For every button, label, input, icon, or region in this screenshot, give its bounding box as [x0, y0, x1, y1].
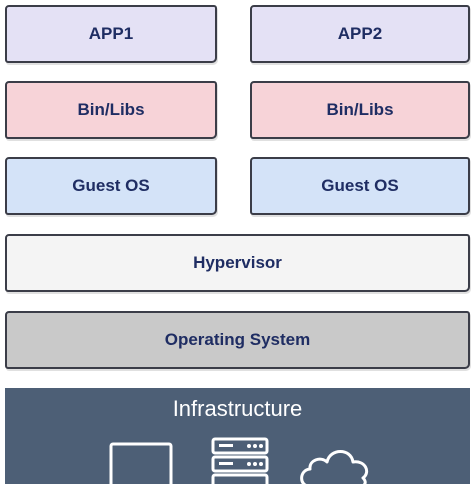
binlibs-right-box: Bin/Libs [250, 81, 470, 139]
cloud-icon [300, 450, 369, 484]
app1-label: APP1 [88, 24, 134, 43]
binlibs-left-box: Bin/Libs [5, 81, 217, 139]
infrastructure-panel: Infrastructure [5, 388, 470, 484]
hypervisor-label: Hypervisor [193, 253, 282, 272]
guestos-left-box: Guest OS [5, 157, 217, 215]
hypervisor-box: Hypervisor [5, 234, 470, 292]
server-icon [211, 437, 269, 484]
binlibs-right-label: Bin/Libs [326, 100, 394, 119]
operating-system-label: Operating System [164, 330, 311, 349]
app2-label: APP2 [337, 24, 383, 43]
infrastructure-label: Infrastructure [172, 396, 303, 421]
guestos-left-label: Guest OS [72, 176, 150, 195]
app2-box: APP2 [250, 5, 470, 63]
operating-system-box: Operating System [5, 311, 470, 369]
app1-box: APP1 [5, 5, 217, 63]
laptop-icon [109, 442, 173, 484]
guestos-right-box: Guest OS [250, 157, 470, 215]
binlibs-left-label: Bin/Libs [77, 100, 145, 119]
guestos-right-label: Guest OS [321, 176, 399, 195]
